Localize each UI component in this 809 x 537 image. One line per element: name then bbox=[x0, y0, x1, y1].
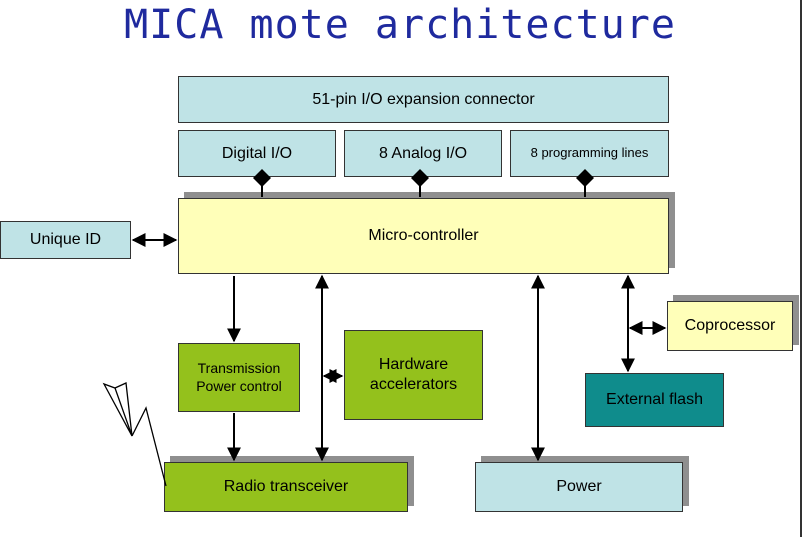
page-title: MICA mote architecture bbox=[124, 2, 676, 48]
transmission-power-control-block: Transmission Power control bbox=[178, 343, 300, 412]
micro-controller-block: Micro-controller bbox=[178, 198, 669, 274]
coprocessor-block: Coprocessor bbox=[667, 301, 793, 351]
radio-transceiver-block: Radio transceiver bbox=[164, 462, 408, 512]
power-block: Power bbox=[475, 462, 683, 512]
external-flash-block: External flash bbox=[585, 373, 724, 427]
antenna-icon bbox=[102, 382, 167, 487]
unique-id-block: Unique ID bbox=[0, 221, 131, 259]
expansion-connector-block: 51-pin I/O expansion connector bbox=[178, 76, 669, 123]
slide-right-border bbox=[800, 0, 809, 537]
hardware-accelerators-block: Hardware accelerators bbox=[344, 330, 483, 420]
